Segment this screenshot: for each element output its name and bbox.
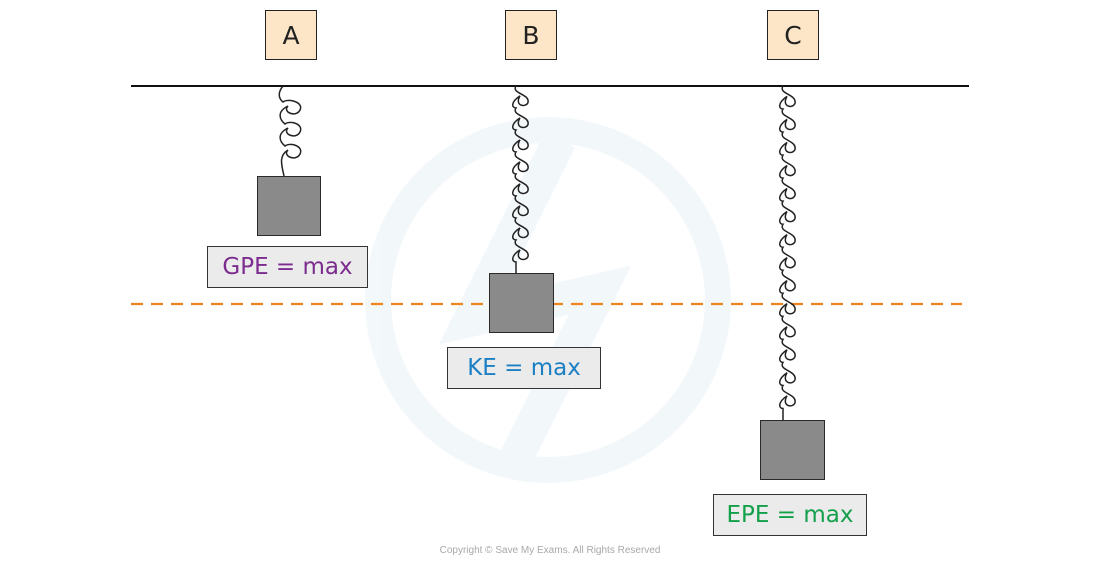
copyright-notice: Copyright © Save My Exams. All Rights Re… xyxy=(439,545,661,556)
position-label-c: C xyxy=(767,10,819,60)
mass-a xyxy=(257,176,321,236)
gpe-max-label: GPE = max xyxy=(207,246,368,288)
spring-c xyxy=(779,85,796,420)
ke-max-label: KE = max xyxy=(447,347,601,389)
spring-b xyxy=(512,85,529,273)
epe-max-label: EPE = max xyxy=(713,494,867,536)
mass-c xyxy=(760,420,825,480)
position-label-a: A xyxy=(265,10,317,60)
mass-b xyxy=(489,273,554,333)
position-label-b: B xyxy=(505,10,557,60)
spring-a xyxy=(278,85,302,177)
